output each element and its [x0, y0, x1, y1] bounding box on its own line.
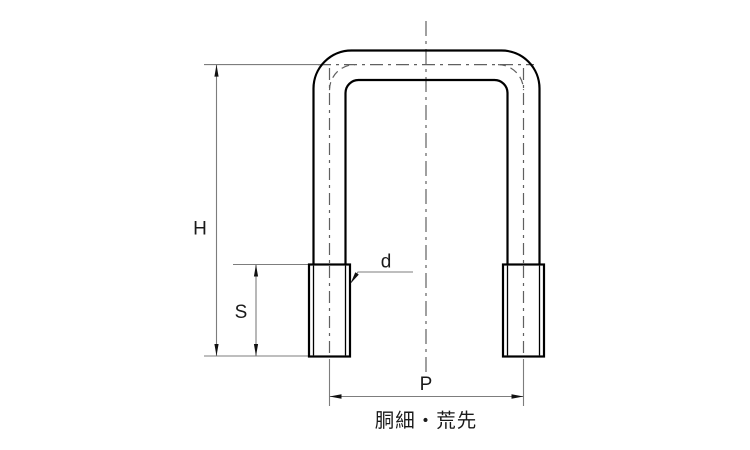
height-label: H [193, 219, 207, 240]
thread-root-lines [312, 265, 541, 356]
height-top-arrow [214, 64, 219, 77]
dimension-arrowheads [214, 64, 524, 399]
thread-center-lines [328, 266, 525, 357]
dimension-lines [204, 64, 525, 406]
caption-text: 胴細・荒先 [375, 410, 478, 432]
rod-outer-contour [312, 49, 541, 265]
thread-length-bottom-arrow [253, 344, 259, 356]
thread-length-top-arrow [253, 264, 259, 277]
diameter-label: d [381, 252, 392, 273]
diameter-leader-arrow [350, 272, 359, 284]
thread-length-label: S [235, 302, 248, 323]
left-bend-center-arc [328, 64, 356, 91]
ubolt-outline [307, 49, 546, 358]
pitch-label: P [420, 374, 433, 395]
pitch-left-arrow [329, 394, 342, 399]
height-bottom-arrow [214, 344, 219, 356]
diameter-leader-line [350, 271, 413, 283]
rod-inner-contour [344, 78, 509, 265]
pitch-right-arrow [511, 394, 524, 399]
dimension-labels: H S d P 胴細・荒先 [193, 219, 478, 433]
right-bend-center-arc [497, 64, 525, 91]
